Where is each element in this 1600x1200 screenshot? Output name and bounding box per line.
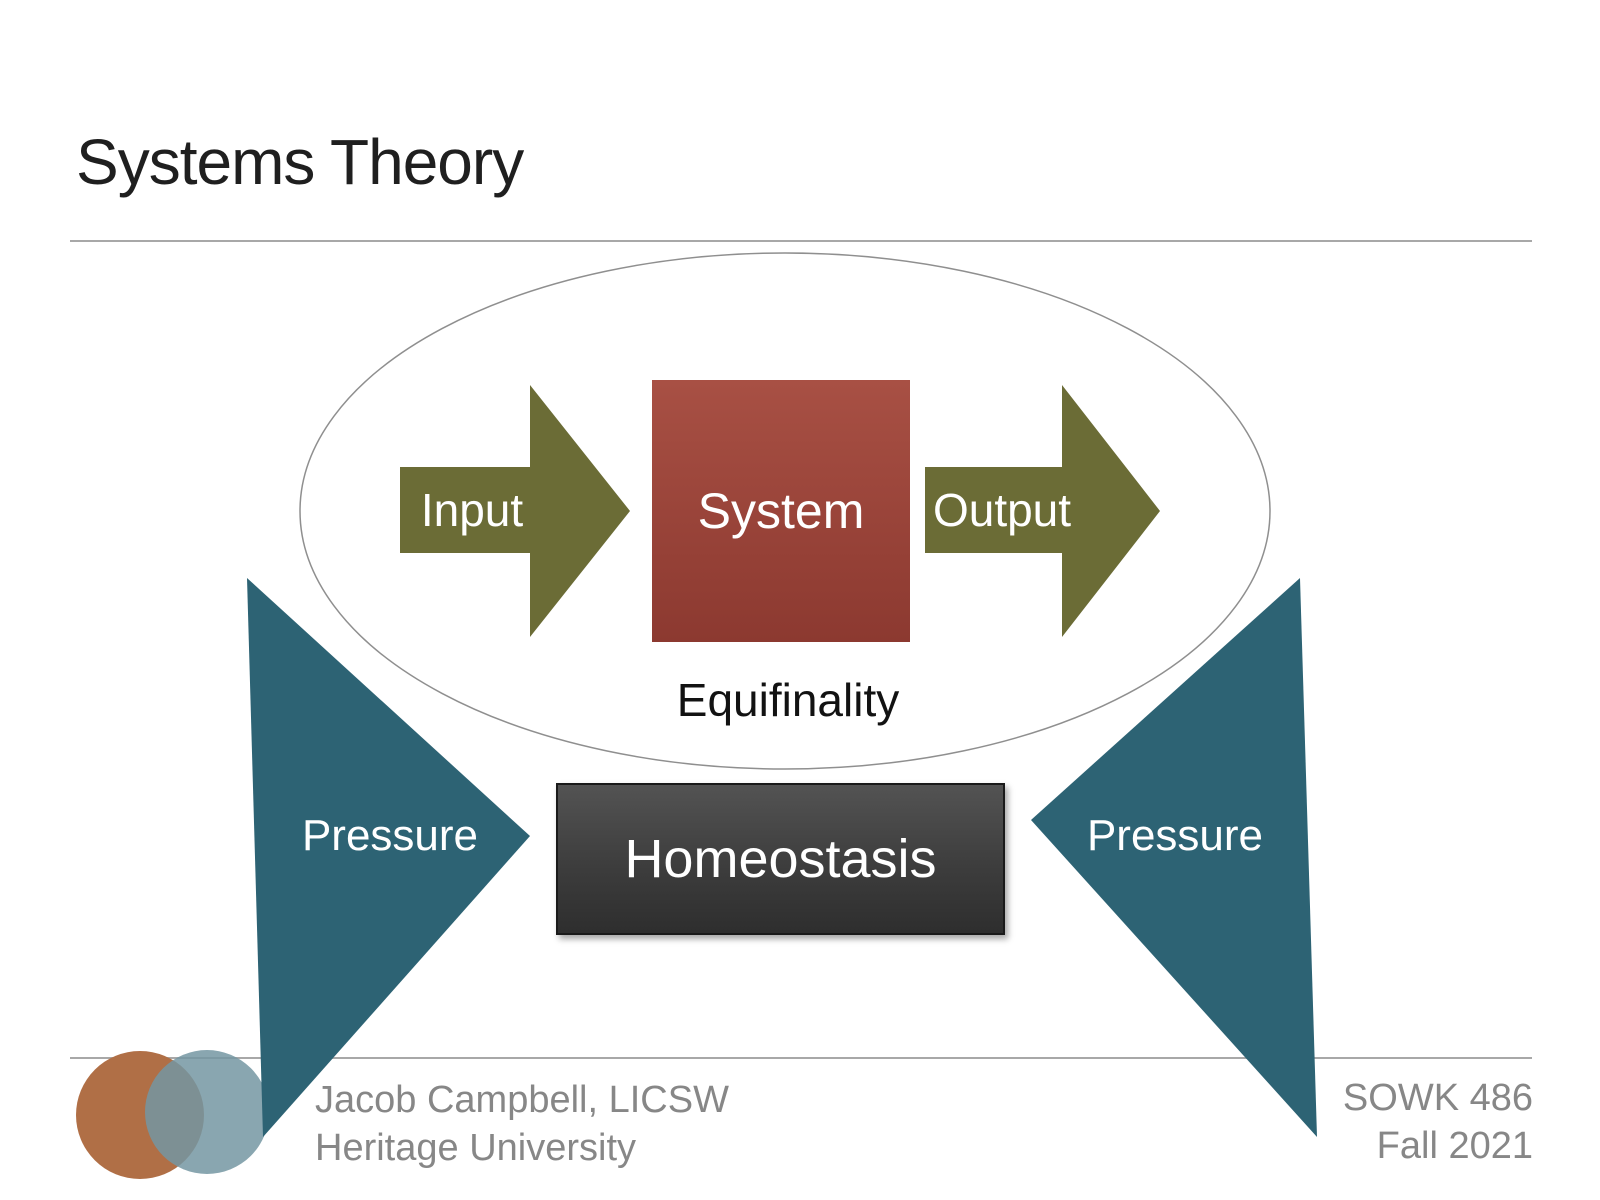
output-arrow-shape (925, 385, 1160, 637)
footer-author-block: Jacob Campbell, LICSW Heritage Universit… (315, 1076, 729, 1172)
homeostasis-box: Homeostasis (556, 783, 1005, 935)
system-box-shape (652, 380, 910, 642)
equifinality-label: Equifinality (676, 674, 900, 726)
logo-teal-circle (145, 1050, 269, 1174)
system-label: System (697, 483, 865, 539)
footer-author: Jacob Campbell, LICSW (315, 1079, 729, 1121)
homeostasis-label: Homeostasis (624, 829, 937, 889)
output-label: Output (932, 484, 1072, 536)
input-label: Input (420, 484, 524, 536)
pressure-right-label: Pressure (1086, 811, 1264, 860)
pressure-left-triangle (247, 578, 530, 1137)
footer-term: Fall 2021 (1376, 1125, 1533, 1167)
input-arrow-shape (400, 385, 630, 637)
pressure-right-triangle (1031, 578, 1317, 1137)
pressure-left-label: Pressure (301, 811, 479, 860)
footer-course-block: SOWK 486 Fall 2021 (1343, 1074, 1533, 1170)
footer-course: SOWK 486 (1342, 1077, 1533, 1119)
footer-institution: Heritage University (315, 1127, 636, 1169)
page-title: Systems Theory (76, 126, 524, 198)
